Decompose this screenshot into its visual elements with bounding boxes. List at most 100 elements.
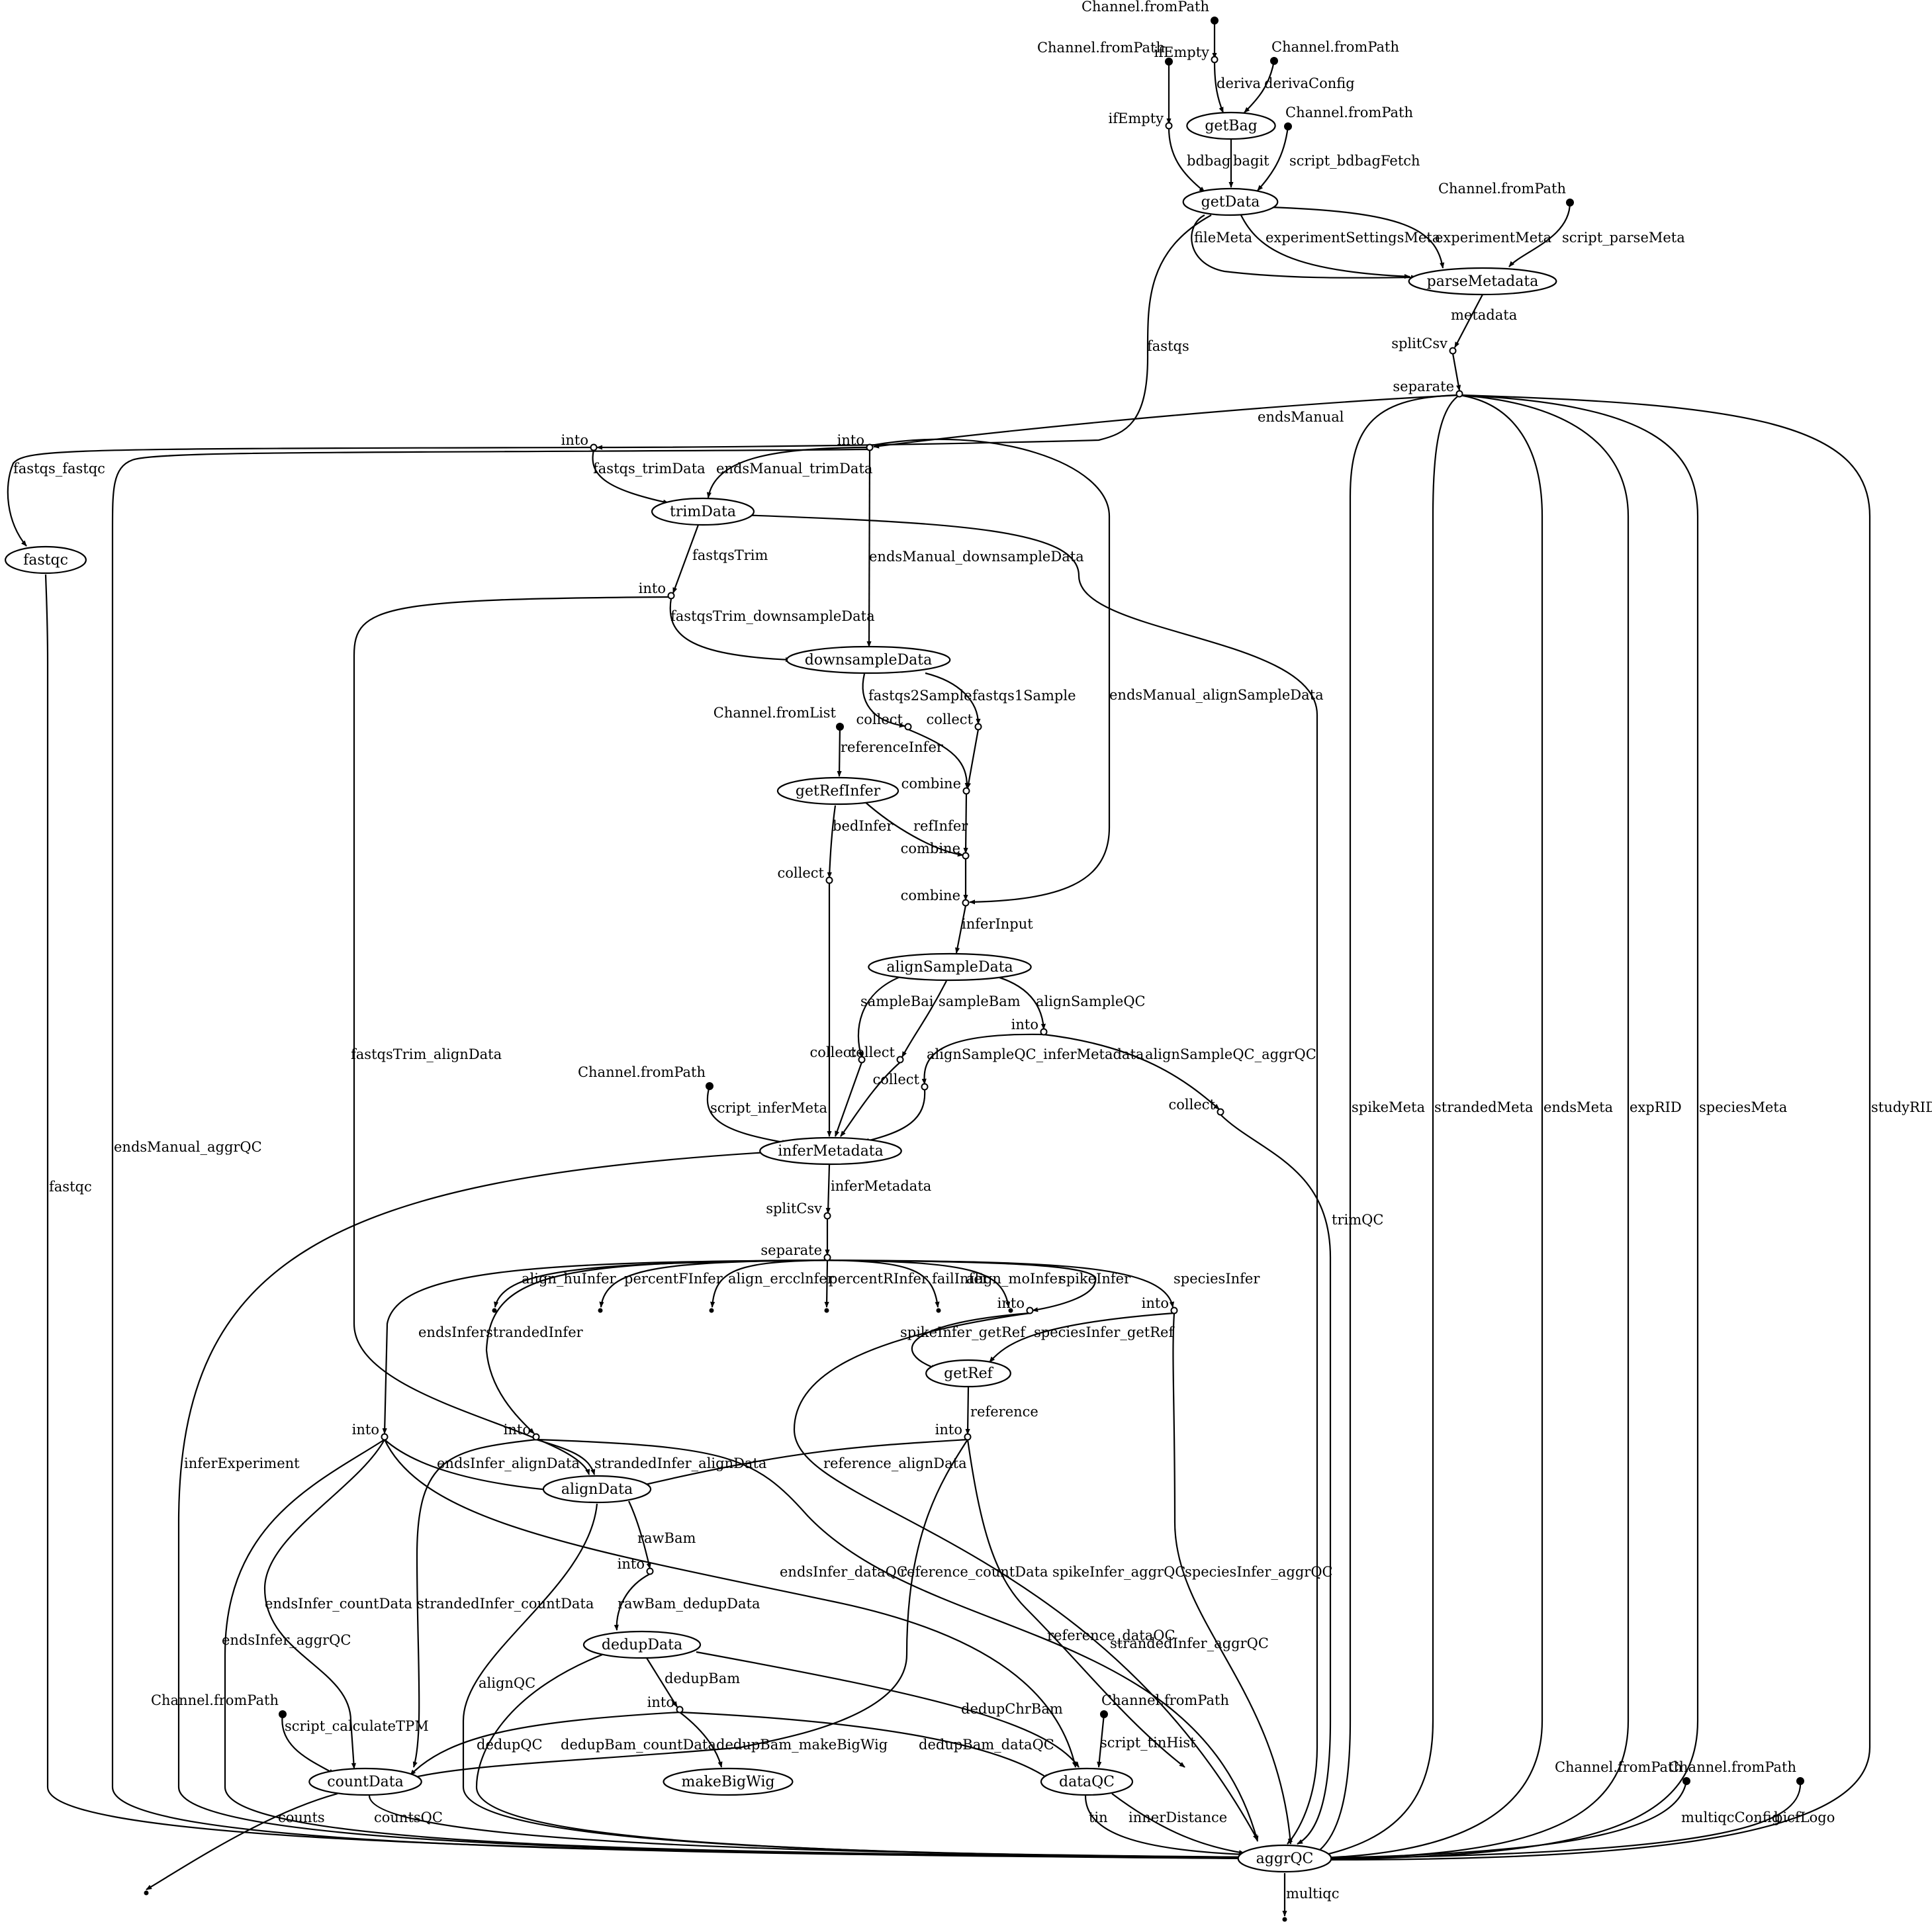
operator-dot [858, 1056, 866, 1064]
edge-ifEmpty2-to-getData [1168, 127, 1205, 193]
node-countData: countData [308, 1767, 422, 1796]
node-src_calcTPM: Channel.fromPath [151, 1692, 287, 1718]
operator-label: combine [901, 776, 961, 792]
edge-separate2-to-into_species [827, 1259, 1175, 1308]
edge-alignData-to-into_rawBam [628, 1500, 651, 1569]
node-alignData: alignData [542, 1475, 652, 1504]
process-label: fastqc [23, 552, 68, 569]
sink-dot [824, 1308, 829, 1313]
node-collect_bed: collect [778, 865, 833, 884]
edge-inferMetadata-to-splitCsv2 [825, 1164, 831, 1214]
edge-into_species-to-aggrQC [1172, 1312, 1293, 1845]
edge-label: refInfer [913, 818, 968, 834]
edge-label: strandedInfer [486, 1324, 584, 1340]
node-into_fastqs: into [561, 432, 598, 451]
operator-dot [532, 1433, 540, 1441]
edge-label: percentFInfer [624, 1271, 723, 1287]
node-aggrQC: aggrQC [1237, 1844, 1332, 1873]
edge-label: spikeInfer_getRef [900, 1324, 1027, 1340]
node-sink_fail [936, 1308, 941, 1313]
edge-separate1-to-into_endsManual [873, 394, 1460, 449]
edge-label: failInfer [932, 1271, 989, 1287]
edge-separate1-to-aggrQC [1320, 394, 1699, 1862]
edge-label: dedupBam [665, 1671, 740, 1686]
operator-label: ifEmpty [1154, 44, 1210, 60]
source-label: Channel.fromPath [1101, 1692, 1229, 1708]
edge-label: strandedInfer_aggrQC [1110, 1635, 1269, 1651]
node-dedupData: dedupData [582, 1630, 702, 1659]
edge-alignSampleData-to-collect_bam [901, 980, 947, 1058]
node-src_parseMeta: Channel.fromPath [1438, 181, 1574, 207]
operator-label: into [352, 1422, 379, 1438]
node-downsampleData: downsampleData [786, 645, 951, 674]
edge-label: percentRInfer [829, 1271, 929, 1287]
edge-label: spikeInfer [1059, 1271, 1131, 1287]
source-label: Channel.fromPath [1438, 181, 1566, 197]
edge-src_calcTPM-to-countData [281, 1714, 335, 1774]
operator-dot [1170, 1307, 1178, 1314]
source-dot [1682, 1777, 1690, 1785]
source-dot [1796, 1777, 1804, 1785]
process-ellipse [1408, 267, 1557, 296]
edge-label: strandedInfer_countData [417, 1596, 594, 1612]
node-into_rawBam: into [618, 1556, 654, 1575]
edge-label: countsQC [374, 1810, 443, 1825]
edge-combine3-to-alignSampleData [955, 905, 967, 954]
operator-label: combine [901, 888, 960, 903]
edge-dedupData-to-into_dedupBam [646, 1657, 678, 1708]
edge-label: fastqc [49, 1179, 92, 1195]
process-ellipse [776, 776, 899, 805]
node-into_spike: into [997, 1295, 1034, 1314]
node-into_dedupBam: into [647, 1694, 684, 1714]
process-ellipse [786, 645, 951, 674]
edge-label: expRID [1630, 1099, 1682, 1115]
operator-dot [667, 592, 675, 600]
edge-downsampleData-to-collect_f1 [925, 672, 981, 725]
edge-trimData-to-aggrQC [739, 514, 1318, 1845]
operator-label: into [1142, 1295, 1169, 1311]
node-splitCsv1: splitCsv [1391, 336, 1457, 355]
edge-label: experimentMeta [1435, 230, 1551, 246]
edge-downsampleData-to-collect_f2 [862, 673, 905, 728]
node-collect_asqc: collect [873, 1072, 929, 1091]
operator-label: combine [901, 841, 960, 856]
source-dot [1165, 58, 1173, 66]
source-label: Channel.fromList [713, 705, 837, 721]
edge-label: script_parseMeta [1562, 230, 1685, 246]
node-src_multiqcConfig: Channel.fromPath [1555, 1759, 1690, 1785]
edge-label: dedupBam_dataQC [919, 1737, 1054, 1753]
operator-label: collect [856, 712, 903, 727]
process-ellipse [5, 545, 87, 574]
node-getBag: getBag [1186, 111, 1276, 140]
source-dot [1284, 122, 1292, 130]
operator-dot [962, 787, 970, 795]
node-ifEmpty1: ifEmpty [1154, 44, 1219, 64]
operator-dot [962, 852, 970, 860]
edge-collect_bai-to-inferMetadata [834, 1062, 863, 1137]
edge-label: studyRID [1871, 1099, 1932, 1115]
source-dot [1211, 17, 1219, 24]
edge-parseMetadata-to-splitCsv1 [1454, 294, 1483, 348]
node-makeBigWig: makeBigWig [663, 1767, 794, 1796]
edge-into_alignSampleQC-to-collect_asqc [921, 1033, 1044, 1085]
edge-label: derivaConfig [1264, 75, 1355, 91]
process-label: downsampleData [805, 652, 932, 668]
edge-label: reference [970, 1404, 1038, 1420]
edge-collect_asqc-to-inferMetadata [863, 1089, 926, 1143]
node-src_bicfLogo: Channel.fromPath [1669, 1759, 1804, 1785]
edge-src_multiqcConfig-to-aggrQC [1323, 1780, 1688, 1860]
sink-dot [1008, 1308, 1013, 1313]
edge-into_ends-to-aggrQC [224, 1439, 1245, 1860]
operator-label: separate [760, 1242, 822, 1258]
operator-dot [646, 1567, 654, 1575]
edge-src_tinHist-to-dataQC [1097, 1714, 1105, 1768]
node-combine1: combine [901, 776, 970, 795]
operator-dot [904, 723, 912, 731]
edge-label: script_calculateTPM [285, 1718, 429, 1734]
edge-collect_bam-to-inferMetadata [840, 1062, 901, 1137]
node-dataQC: dataQC [1040, 1767, 1134, 1796]
node-sink_pr [824, 1308, 829, 1313]
sink-dot [492, 1308, 497, 1313]
edge-label: counts [278, 1810, 325, 1825]
node-src_bdbagFetch: Channel.fromPath [1284, 105, 1413, 130]
